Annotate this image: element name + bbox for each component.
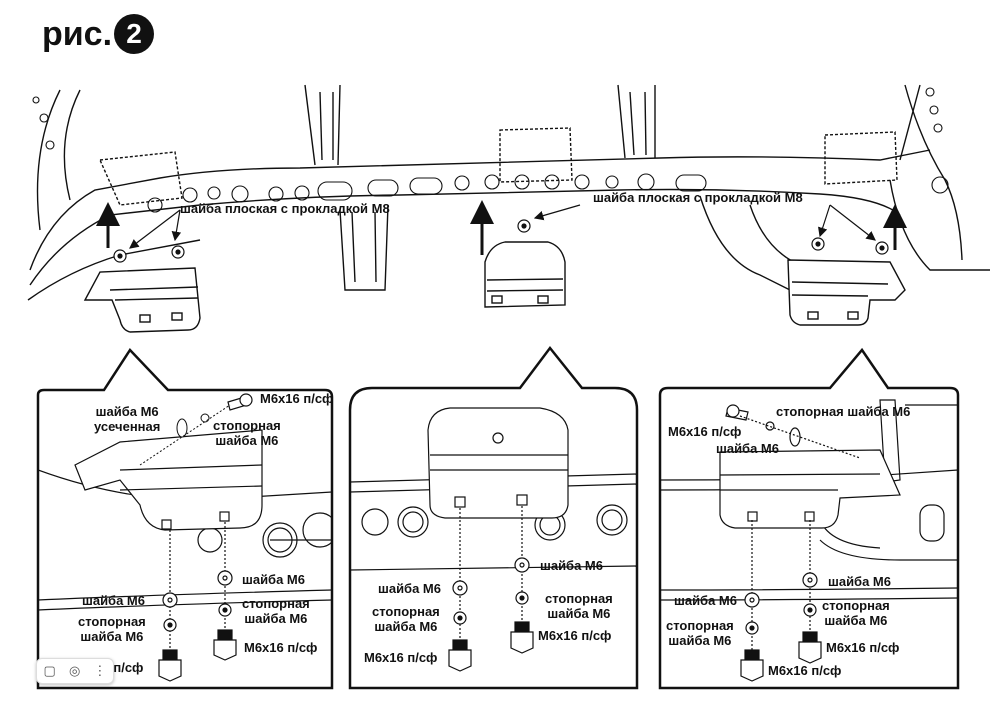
label-center-washer-right: шайба М6 [540,558,603,573]
label-washer-m8-right: шайба плоская с прокладкой М8 [593,190,803,205]
insert-arrows [96,200,907,255]
figure-title: рис. 2 [42,14,155,54]
label-center-lock-washer-right: стопорная шайба М6 [545,591,613,621]
label-left-lock-washer-left: стопорная шайба М6 [78,614,146,644]
lens-icon[interactable]: ◎ [68,663,81,678]
label-right-lock-washer-left: стопорная шайба М6 [666,618,734,648]
label-left-washer-truncated: шайба М6 усеченная [94,404,161,434]
label-left-lock-washer-top: стопорная шайба М6 [213,418,281,448]
detail-panel-right [658,347,960,690]
label-left-lock-washer-right: стопорная шайба М6 [242,596,310,626]
label-right-bolt-right: М6х16 п/сф [826,640,900,655]
detail-panel-center [348,345,639,690]
label-center-bolt-left: М6х16 п/сф [364,650,438,665]
bracket-right [787,259,906,326]
leader-lines [129,204,876,249]
tag-icon[interactable]: ▢ [43,663,56,678]
more-icon[interactable]: ⋮ [93,663,107,678]
label-center-washer-left: шайба М6 [378,581,441,596]
label-center-bolt-right: М6х16 п/сф [538,628,612,643]
bracket-center [484,241,566,308]
label-right-washer-right: шайба М6 [828,574,891,589]
bracket-left [83,267,201,333]
label-left-bolt-right: М6х16 п/сф [244,640,318,655]
label-center-lock-washer-left: стопорная шайба М6 [372,604,440,634]
figure-prefix: рис. [42,14,113,53]
label-left-washer-right: шайба М6 [242,572,305,587]
detail-panel-left [36,347,334,690]
label-right-lock-washer-right: стопорная шайба М6 [822,598,890,628]
figure-number-badge: 2 [114,14,155,54]
chassis-frame [27,84,990,301]
bolt-top-left-icon [227,393,253,411]
washer-m8-icons [113,219,889,263]
label-left-bolt-top: М6х16 п/сф [260,391,334,406]
label-right-lock-washer-top: стопорная шайба М6 [776,404,911,419]
label-right-bolt-bottom: М6х16 п/сф [768,663,842,678]
label-right-washer-left: шайба М6 [674,593,737,608]
label-right-washer-top: шайба М6 [716,441,779,456]
label-washer-m8-left: шайба плоская с прокладкой М8 [180,201,390,216]
label-right-bolt-top: М6х16 п/сф [668,424,742,439]
image-toolbar: ▢ ◎ ⋮ [36,658,114,684]
label-left-washer-left: шайба М6 [82,593,145,608]
